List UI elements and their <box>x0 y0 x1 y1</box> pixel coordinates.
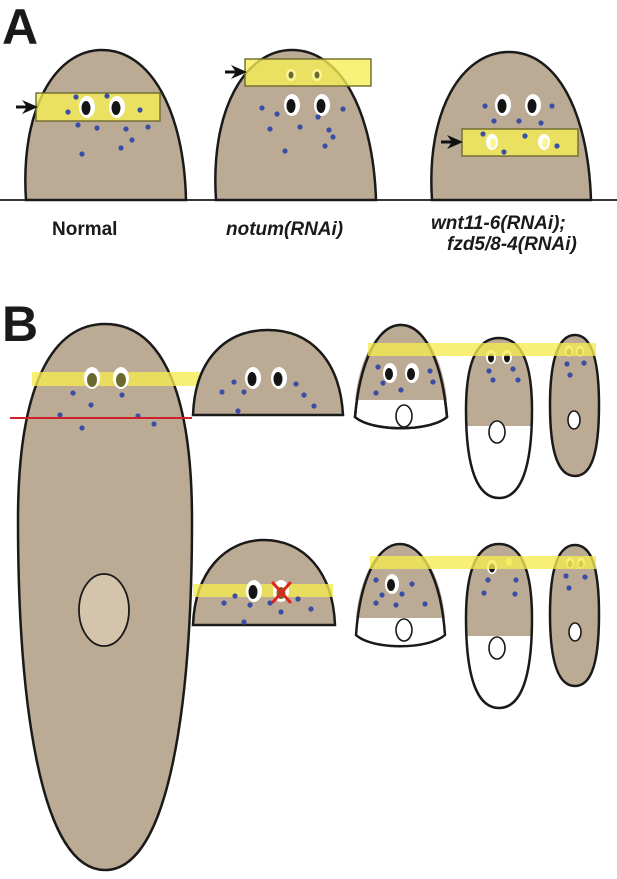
regenerating-fragment-top-2 <box>464 336 534 500</box>
neoblast-dots <box>57 390 157 431</box>
eye-band <box>368 343 596 356</box>
eye-ablation-x-icon <box>271 581 292 604</box>
regenerating-fragment-top-3 <box>548 333 601 478</box>
neoblast-dots <box>564 360 587 378</box>
panel-b-letter: B <box>2 296 38 352</box>
neoblast-dots <box>219 379 317 414</box>
neoblast-dots <box>373 577 428 608</box>
notum-rnai-head <box>214 48 378 202</box>
panel-a-letter: A <box>2 0 38 55</box>
eye-band <box>461 128 579 157</box>
neoblast-dots <box>373 364 436 396</box>
neoblast-dots <box>481 577 519 597</box>
normal-head <box>16 48 188 202</box>
arrow-icon <box>16 100 38 114</box>
head-fragment-ablated <box>191 538 337 627</box>
neoblast-dots <box>259 105 346 154</box>
eye-band <box>193 584 333 597</box>
neoblast-dots <box>65 93 151 157</box>
pharynx <box>78 573 130 647</box>
condition-label-wnt-line1: wnt11-6(RNAi); <box>431 213 566 234</box>
neoblast-dots <box>563 573 588 591</box>
eye-band <box>35 92 161 122</box>
eye-band <box>370 556 596 569</box>
condition-label-notum: notum(RNAi) <box>226 219 343 240</box>
neoblast-dots <box>221 593 314 625</box>
wnt-fzd-rnai-head <box>430 50 593 202</box>
condition-label-wnt-line2: fzd5/8-4(RNAi) <box>447 234 577 255</box>
neoblast-dots <box>486 366 521 383</box>
neoblast-dots <box>480 103 560 155</box>
head-fragment-top <box>191 328 345 417</box>
regenerating-fragment-top-1 <box>353 323 449 430</box>
arrow-icon <box>441 135 463 149</box>
arrow-icon <box>225 65 247 79</box>
condition-label-normal: Normal <box>52 219 117 240</box>
eye-band <box>244 58 372 87</box>
